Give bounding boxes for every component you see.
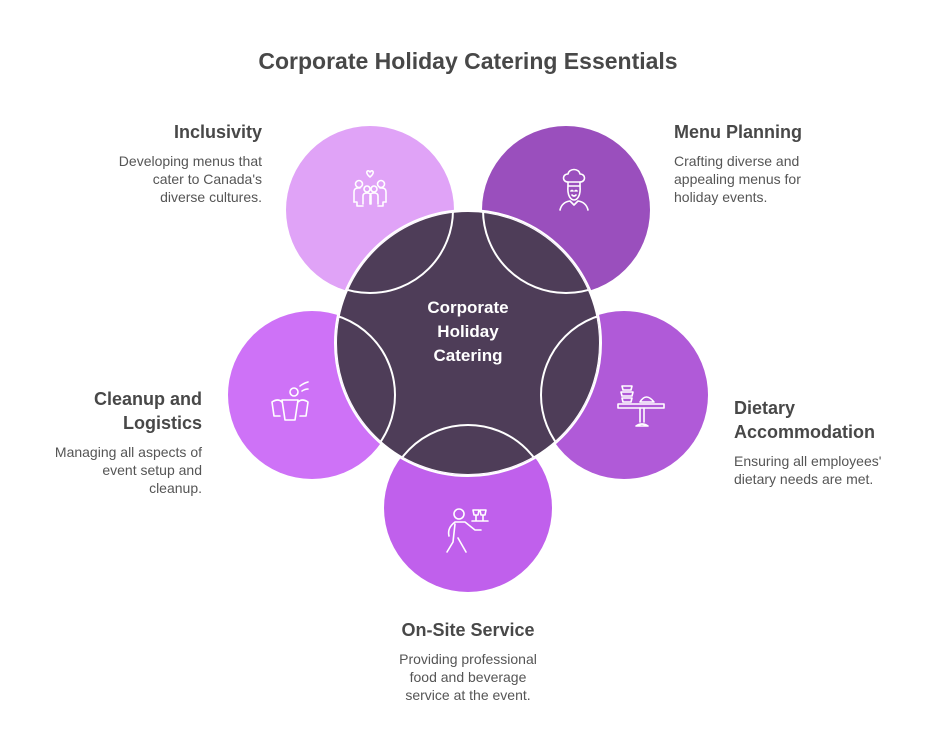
description-line: Developing menus that: [118, 153, 262, 169]
chef-icon: [559, 168, 589, 211]
description-line: diverse cultures.: [160, 189, 262, 205]
family-heart-icon: [353, 170, 387, 207]
description-line: cleanup.: [149, 480, 202, 496]
description-line: Ensuring all employees': [734, 453, 882, 469]
diagram-title: Corporate Holiday Catering Essentials: [258, 48, 678, 74]
description-line: Managing all aspects of: [54, 444, 202, 460]
description-line: appealing menus for: [674, 171, 801, 187]
center-label-line-3: Catering: [433, 346, 503, 365]
cleanup-logistics-description: Managing all aspects of event setup and …: [20, 443, 202, 497]
on-site-service-description: Providing professional food and beverage…: [358, 650, 578, 704]
description-line: Crafting diverse and: [674, 153, 800, 169]
cake-stand-icon: [617, 385, 665, 427]
description-line: cater to Canada's: [152, 171, 262, 187]
dietary-accommodation-label: Dietary Accommodation Ensuring all emplo…: [734, 396, 934, 488]
title-line: Logistics: [122, 413, 202, 433]
description-line: holiday events.: [674, 189, 768, 205]
bins-person-icon: [271, 381, 309, 421]
description-line: event setup and: [102, 462, 202, 478]
center-label-line-1: Corporate: [427, 298, 509, 317]
title-line: Cleanup and: [93, 389, 202, 409]
menu-planning-description: Crafting diverse and appealing menus for…: [674, 152, 874, 206]
inclusivity-description: Developing menus that cater to Canada's …: [80, 152, 262, 206]
inclusivity-label: Inclusivity Developing menus that cater …: [80, 120, 262, 206]
on-site-service-title: On-Site Service: [401, 620, 535, 640]
inclusivity-title: Inclusivity: [173, 122, 262, 142]
dietary-accommodation-title: Dietary Accommodation: [734, 396, 934, 444]
menu-planning-label: Menu Planning Crafting diverse and appea…: [674, 120, 874, 206]
description-line: food and beverage: [409, 669, 527, 685]
description-line: Providing professional: [399, 651, 537, 667]
on-site-service-label: On-Site Service Providing professional f…: [358, 618, 578, 704]
center-label: Corporate Holiday Catering: [388, 296, 548, 368]
description-line: service at the event.: [405, 687, 531, 703]
center-label-line-2: Holiday: [437, 322, 499, 341]
menu-planning-title: Menu Planning: [674, 122, 802, 142]
title-line: Dietary: [734, 398, 796, 418]
title-line: Accommodation: [734, 422, 876, 442]
description-line: dietary needs are met.: [734, 471, 874, 487]
cleanup-logistics-label: Cleanup and Logistics Managing all aspec…: [20, 387, 202, 497]
dietary-accommodation-description: Ensuring all employees' dietary needs ar…: [734, 452, 934, 488]
center-ring: [334, 209, 602, 477]
waiter-icon: [446, 508, 489, 553]
cleanup-logistics-title: Cleanup and Logistics: [20, 387, 202, 435]
